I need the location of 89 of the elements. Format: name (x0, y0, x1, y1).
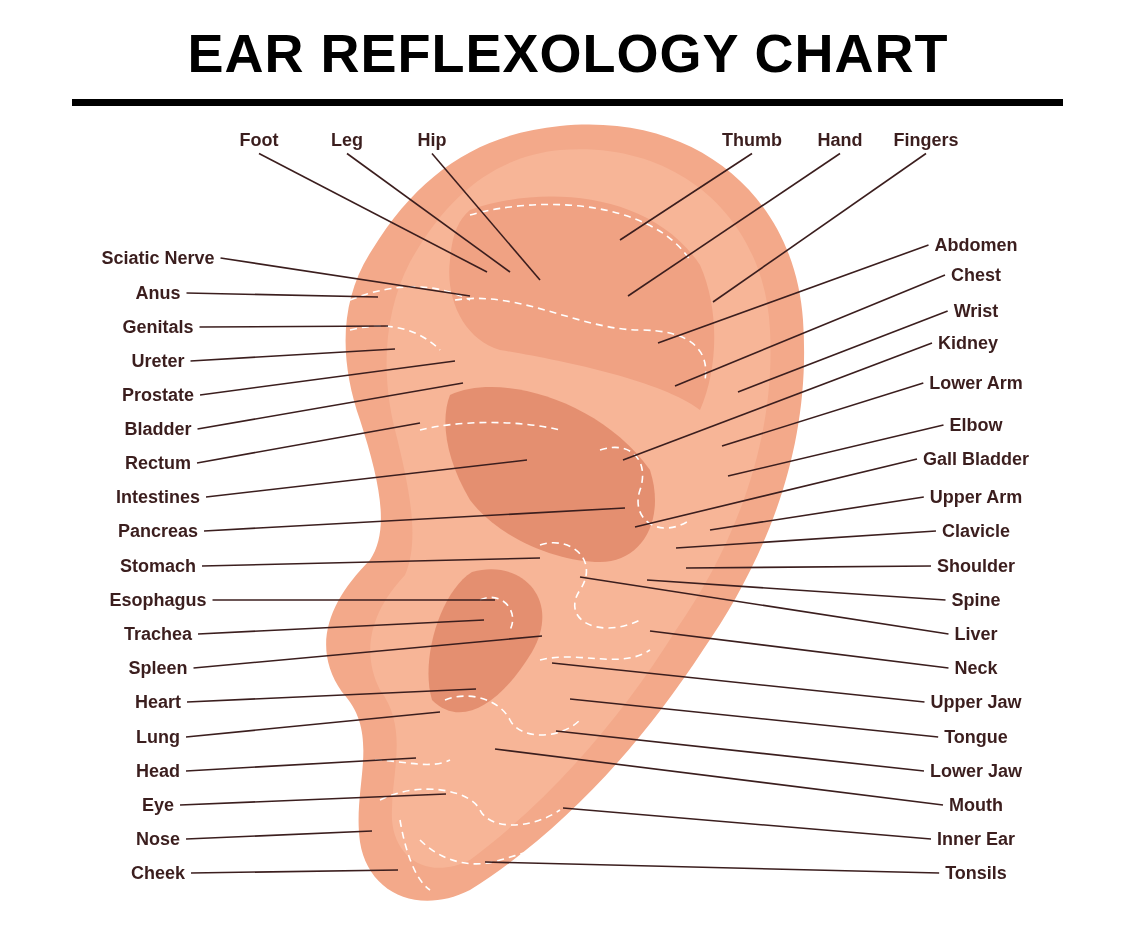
leader-line (562, 807, 932, 840)
leader-line (649, 630, 950, 669)
organ-label: Abdomen (932, 233, 1020, 257)
leader-line (431, 152, 541, 281)
organ-label: Lung (134, 725, 182, 749)
leader-line (727, 424, 945, 477)
chart-title: EAR REFLEXOLOGY CHART (186, 22, 950, 84)
organ-label: Trachea (122, 622, 194, 646)
organ-label: Clavicle (940, 519, 1012, 543)
organ-label: Head (134, 759, 182, 783)
leader-line (190, 869, 399, 874)
leader-line (675, 530, 937, 549)
organ-label: Chest (949, 263, 1003, 287)
leader-line (346, 152, 511, 273)
leader-line (709, 496, 925, 531)
organ-label: Thumb (720, 128, 784, 152)
organ-label: Elbow (947, 413, 1005, 437)
organ-label: Intestines (114, 485, 202, 509)
leader-line (196, 422, 421, 464)
leader-line (203, 507, 626, 532)
leader-line (622, 342, 933, 461)
leader-line (627, 152, 841, 297)
leader-line (196, 382, 464, 430)
organ-label: Hip (415, 128, 449, 152)
leader-line (197, 619, 485, 635)
organ-label: Heart (133, 690, 183, 714)
organ-label: Genitals (120, 315, 196, 339)
organ-label: Prostate (120, 383, 196, 407)
leader-line (555, 730, 925, 772)
organ-label: Wrist (951, 299, 1001, 323)
leader-line (685, 565, 932, 569)
organ-label: Anus (133, 281, 183, 305)
organ-label: Kidney (936, 331, 1000, 355)
organ-label: Nose (134, 827, 182, 851)
organ-label: Upper Jaw (928, 690, 1024, 714)
organ-label: Eye (140, 793, 176, 817)
organ-label: Liver (952, 622, 1000, 646)
organ-label: Inner Ear (935, 827, 1017, 851)
organ-label: Pancreas (115, 519, 201, 543)
organ-label: Spine (949, 588, 1003, 612)
leader-line (494, 748, 944, 806)
organ-label: Upper Arm (927, 485, 1025, 509)
leader-line (657, 244, 930, 344)
organ-label: Foot (237, 128, 281, 152)
organ-label: Bladder (122, 417, 194, 441)
leader-line (712, 152, 927, 303)
organ-label: Sciatic Nerve (99, 246, 217, 270)
organ-label: Esophagus (107, 588, 209, 612)
leader-line (192, 635, 543, 669)
leader-line (619, 152, 753, 241)
leader-line (258, 152, 488, 273)
leader-line (634, 458, 918, 528)
leader-line (201, 557, 541, 567)
leader-line (185, 292, 379, 298)
leader-line (646, 579, 947, 601)
leader-line (569, 698, 939, 738)
organ-label: Spleen (126, 656, 190, 680)
leader-line (211, 599, 496, 601)
leader-line (198, 325, 389, 328)
leader-line (185, 757, 417, 772)
organ-label: Hand (815, 128, 865, 152)
leader-line (579, 576, 950, 635)
leader-line (721, 382, 925, 447)
organ-label: Leg (329, 128, 365, 152)
leader-line (551, 662, 926, 703)
leader-line (219, 257, 471, 297)
organ-label: Shoulder (935, 554, 1017, 578)
organ-label: Neck (952, 656, 1000, 680)
organ-label: Mouth (947, 793, 1005, 817)
organ-label: Lower Arm (927, 371, 1025, 395)
organ-label: Stomach (118, 554, 198, 578)
leader-line (199, 360, 456, 396)
leader-line (205, 459, 528, 498)
leader-line (186, 688, 477, 703)
leader-line (484, 861, 940, 874)
leader-line (179, 793, 447, 806)
organ-label: Lower Jaw (928, 759, 1024, 783)
leader-line (189, 348, 396, 362)
organ-label: Tongue (942, 725, 1010, 749)
organ-label: Ureter (129, 349, 187, 373)
leader-line (185, 830, 373, 840)
organ-label: Cheek (129, 861, 187, 885)
organ-label: Tonsils (943, 861, 1009, 885)
leader-line (185, 711, 441, 738)
organ-label: Rectum (123, 451, 193, 475)
leader-line (674, 274, 946, 387)
leader-line (737, 310, 949, 393)
organ-label: Gall Bladder (921, 447, 1031, 471)
organ-label: Fingers (891, 128, 961, 152)
